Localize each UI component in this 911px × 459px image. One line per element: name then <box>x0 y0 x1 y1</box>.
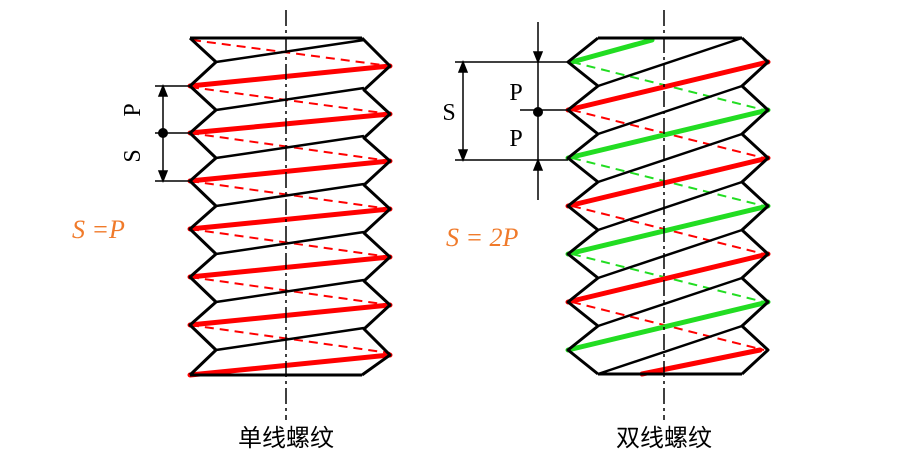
double-thread-visible-red <box>565 59 771 377</box>
double-thread-caption: 双线螺纹 <box>616 424 712 452</box>
single-thread-visible-lines <box>187 63 393 378</box>
single-formula: S =P <box>72 215 125 244</box>
single-lead-label: S <box>120 149 146 162</box>
double-thread-visible-green <box>565 37 771 353</box>
single-thread-hidden-lines <box>189 39 391 354</box>
single-pitch-label: P <box>120 103 146 116</box>
double-formula: S = 2P <box>446 223 519 252</box>
single-thread-figure: P S S =P 单线螺纹 <box>72 10 393 452</box>
double-thread-root-lines <box>597 36 743 376</box>
single-thread-root-lines <box>215 38 365 352</box>
double-pitch-upper-label: P <box>509 80 522 106</box>
double-thread-dimension <box>455 22 568 200</box>
single-thread-dimension <box>155 83 190 184</box>
double-lead-label: S <box>442 100 455 126</box>
double-thread-figure: S P P S = 2P 双线螺纹 <box>442 10 771 452</box>
double-thread-outline <box>566 36 770 376</box>
double-pitch-lower-label: P <box>509 126 522 152</box>
single-thread-outline <box>188 36 392 377</box>
single-thread-caption: 单线螺纹 <box>238 424 334 452</box>
